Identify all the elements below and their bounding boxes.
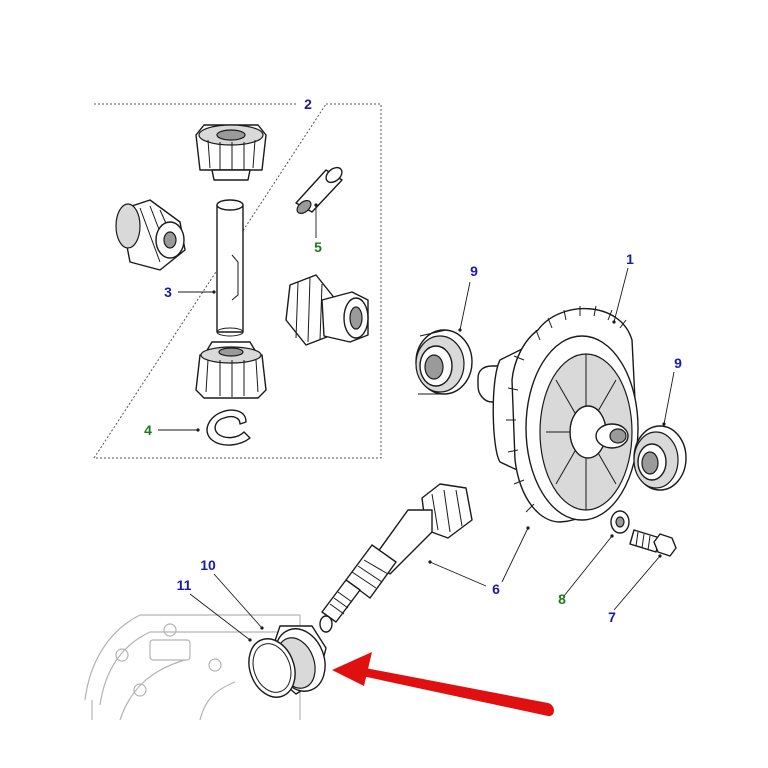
leader-lines bbox=[158, 203, 675, 642]
callout-11: 11 bbox=[177, 577, 192, 593]
callout-7: 7 bbox=[608, 609, 616, 625]
differential-carrier bbox=[477, 305, 639, 523]
bevel-gear-bottom bbox=[195, 341, 267, 399]
callout-3: 3 bbox=[164, 284, 172, 300]
callout-8: 8 bbox=[558, 591, 566, 607]
bearing-left bbox=[415, 329, 473, 395]
callout-1: 1 bbox=[626, 251, 634, 267]
cross-shaft bbox=[216, 199, 244, 337]
callout-9-right: 9 bbox=[674, 355, 682, 371]
callout-2: 2 bbox=[304, 96, 312, 112]
washer bbox=[610, 510, 630, 534]
pinion-gear-right bbox=[285, 274, 369, 346]
shim bbox=[248, 638, 296, 698]
callout-4: 4 bbox=[144, 422, 152, 438]
circlip bbox=[206, 409, 251, 446]
callout-9-left: 9 bbox=[470, 263, 478, 279]
red-arrow bbox=[332, 652, 554, 717]
callout-5: 5 bbox=[314, 239, 322, 255]
bolt bbox=[629, 529, 677, 557]
callout-10: 10 bbox=[200, 557, 216, 573]
roll-pin bbox=[295, 166, 343, 215]
bearing-right bbox=[633, 425, 687, 491]
callout-labels: 1 2 3 4 5 6 7 8 9 9 10 11 bbox=[144, 96, 682, 625]
callout-6: 6 bbox=[492, 581, 500, 597]
pinion-gear-left bbox=[115, 199, 186, 271]
gear-kit-box bbox=[93, 103, 382, 459]
bevel-gear-top bbox=[195, 124, 267, 181]
drive-pinion bbox=[319, 483, 473, 633]
